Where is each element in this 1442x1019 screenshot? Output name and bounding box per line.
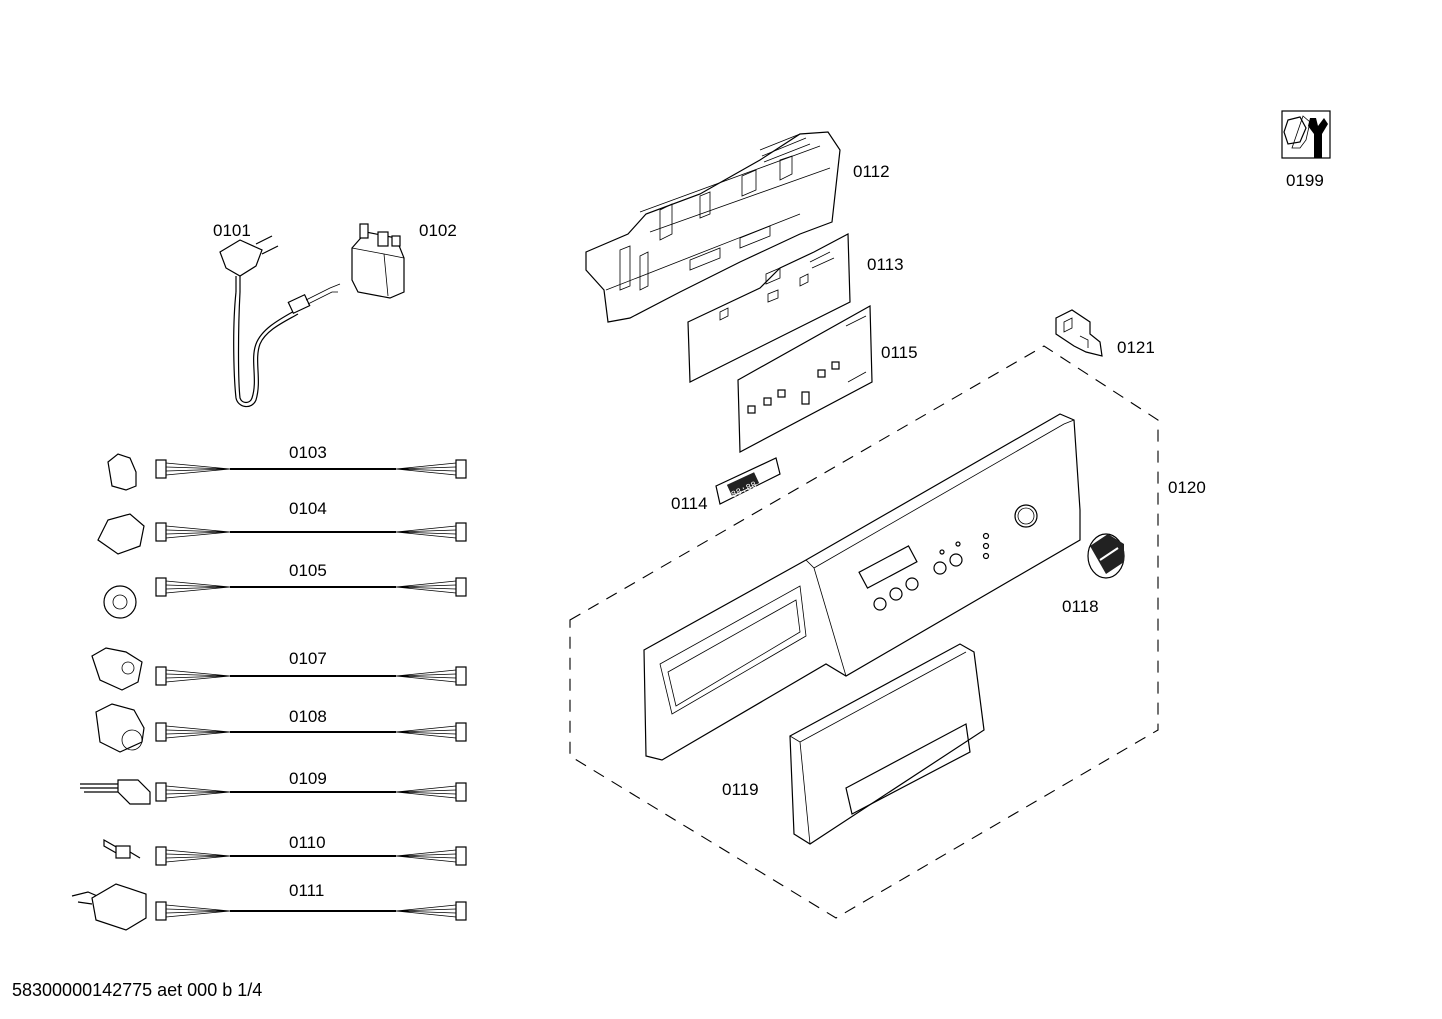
part-label-0112: 0112: [853, 162, 890, 181]
part-label-0121: 0121: [1117, 338, 1155, 357]
part-label-0109: 0109: [289, 769, 327, 788]
part-label-0104: 0104: [289, 499, 327, 518]
part-label-0199: 0199: [1286, 171, 1324, 190]
part-label-0119: 0119: [722, 780, 759, 799]
part-label-0120: 0120: [1168, 478, 1206, 497]
harness-row-0103: [107, 453, 467, 491]
harness-row-0104: [97, 513, 467, 555]
power-cable-0101: [219, 235, 341, 408]
dispenser-handle-0119: [789, 643, 985, 845]
control-module-housing-0112: [585, 131, 841, 323]
part-label-0111: 0111: [289, 881, 324, 900]
part-label-0113: 0113: [867, 255, 904, 274]
bracket-0121: [1055, 309, 1103, 357]
interference-filter-0102: [351, 223, 405, 299]
part-label-0103: 0103: [289, 443, 327, 462]
harness-row-0109: [80, 779, 467, 805]
harness-row-0108: [95, 703, 467, 753]
harness-row-0107: [91, 647, 467, 691]
part-label-0101: 0101: [213, 221, 251, 240]
harness-row-0110: [103, 838, 467, 866]
harness-row-0111: [71, 883, 467, 931]
part-label-0118: 0118: [1062, 597, 1099, 616]
part-label-0114: 0114: [671, 494, 708, 513]
display-module-0114: 88:88: [715, 457, 781, 505]
part-label-0107: 0107: [289, 649, 327, 668]
control-panel-assembly-outline-0120: [569, 345, 1159, 919]
selector-knob-0118: [1087, 533, 1125, 579]
part-label-0110: 0110: [289, 833, 326, 852]
part-label-0115: 0115: [881, 343, 918, 362]
harness-row-0105: [103, 577, 467, 619]
control-panel-fascia-0120: [643, 413, 1081, 761]
circuit-board-0113: [687, 233, 851, 383]
circuit-board-0115: [737, 304, 873, 453]
part-label-0102: 0102: [419, 221, 457, 240]
part-label-0108: 0108: [289, 707, 327, 726]
tool-icon-0199: [1281, 110, 1331, 159]
part-label-0105: 0105: [289, 561, 327, 580]
document-footer-id: 58300000142775 aet 000 b 1/4: [12, 980, 263, 1000]
